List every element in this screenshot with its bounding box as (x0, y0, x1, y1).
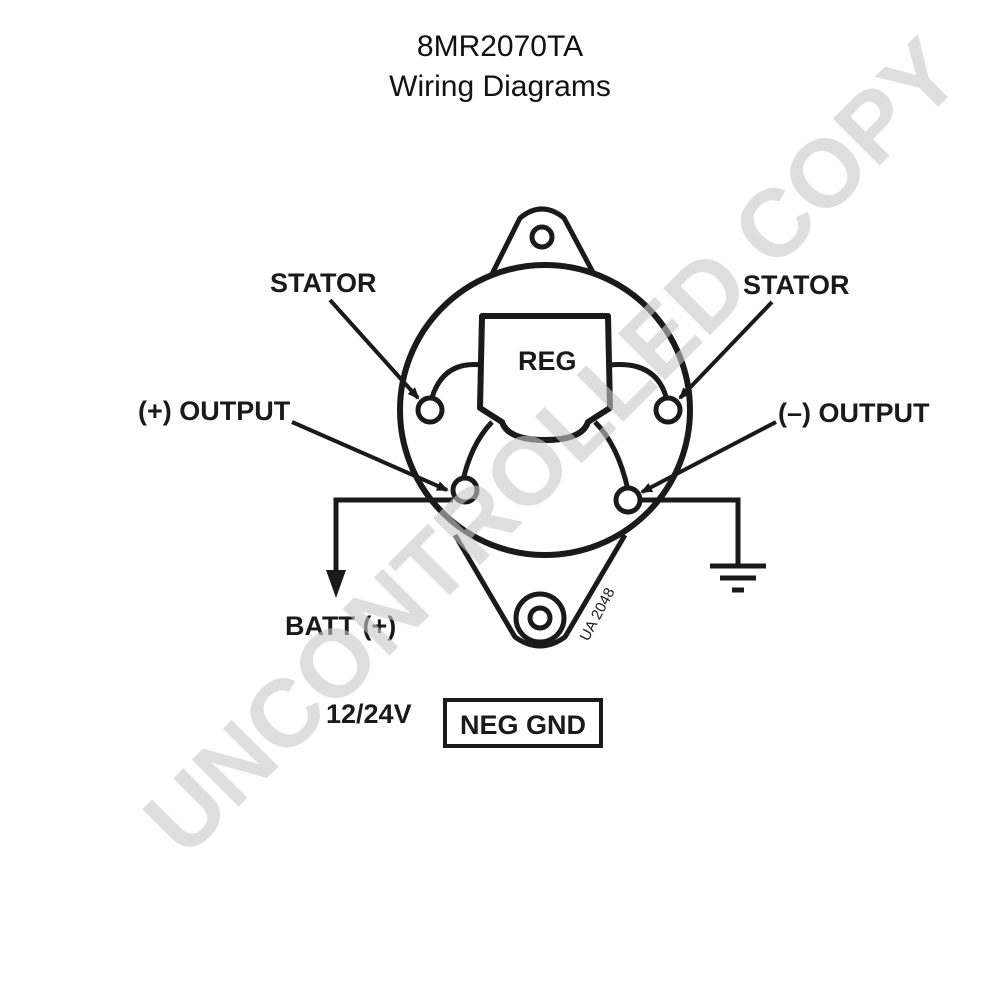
bottom-mounting-ear (452, 533, 628, 649)
neg-output-wire (593, 420, 631, 491)
stator-left-terminal (415, 395, 445, 425)
stator-right-label: STATOR (743, 270, 850, 300)
voltage-label: 12/24V (326, 699, 412, 729)
ground-type-label: NEG GND (460, 710, 586, 740)
drawing-number: UA 2048 (577, 585, 619, 644)
battery-lead (326, 497, 453, 598)
top-mounting-ear (487, 206, 599, 280)
neg-output-label: (–) OUTPUT (778, 398, 930, 428)
diagram-title: 8MR2070TA (416, 30, 584, 63)
batt-label: BATT (+) (285, 611, 396, 641)
diagram-subtitle: Wiring Diagrams (389, 70, 611, 103)
pos-output-label: (+) OUTPUT (138, 396, 291, 426)
stator-left-label: STATOR (270, 268, 377, 298)
neg-output-leader (640, 420, 777, 494)
stator-right-leader (678, 300, 774, 400)
ground-type-box: NEG GND (443, 698, 603, 748)
pos-output-terminal (450, 475, 480, 505)
neg-output-terminal (613, 485, 643, 515)
reg-label: REG (518, 346, 577, 376)
regulator (477, 313, 613, 443)
stator-right-terminal (653, 395, 683, 425)
ground-lead (640, 497, 741, 565)
pos-output-leader (291, 420, 449, 492)
ground-icon (710, 563, 766, 593)
stator-left-leader (328, 298, 420, 400)
